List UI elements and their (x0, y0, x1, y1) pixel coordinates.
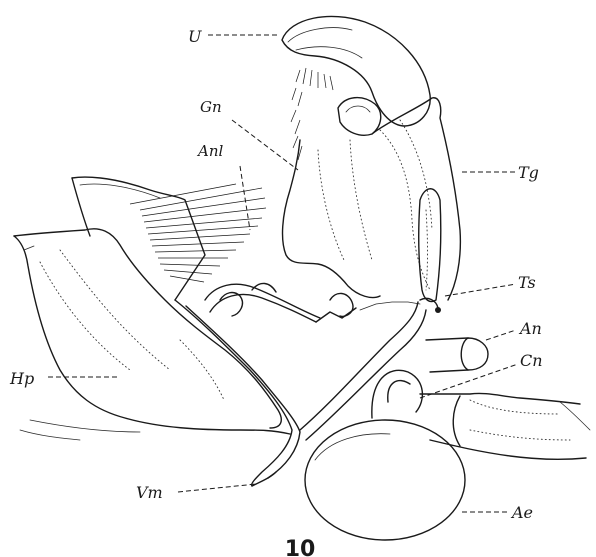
aedeagus-structure (300, 302, 465, 540)
vinculum-structure (175, 300, 300, 486)
leader-lines (48, 35, 518, 512)
label-U: U (188, 27, 202, 46)
label-Ae: Ae (510, 503, 533, 522)
label-Tg: Tg (518, 163, 539, 182)
label-Hp: Hp (9, 369, 34, 388)
label-Vm: Vm (136, 483, 163, 502)
valva-structure (14, 177, 290, 440)
label-An: An (518, 319, 542, 338)
label-Cn: Cn (520, 351, 543, 370)
label-Gn: Gn (200, 98, 222, 116)
gnathos-structure (283, 140, 380, 298)
label-Ts: Ts (518, 273, 536, 292)
transtilla-structure (420, 298, 441, 313)
figure-number: 10 (285, 537, 316, 557)
tegumen-structure (372, 98, 460, 302)
anellus-structure (205, 283, 420, 322)
uncus-structure (282, 16, 430, 160)
label-Anl: Anl (196, 142, 223, 160)
